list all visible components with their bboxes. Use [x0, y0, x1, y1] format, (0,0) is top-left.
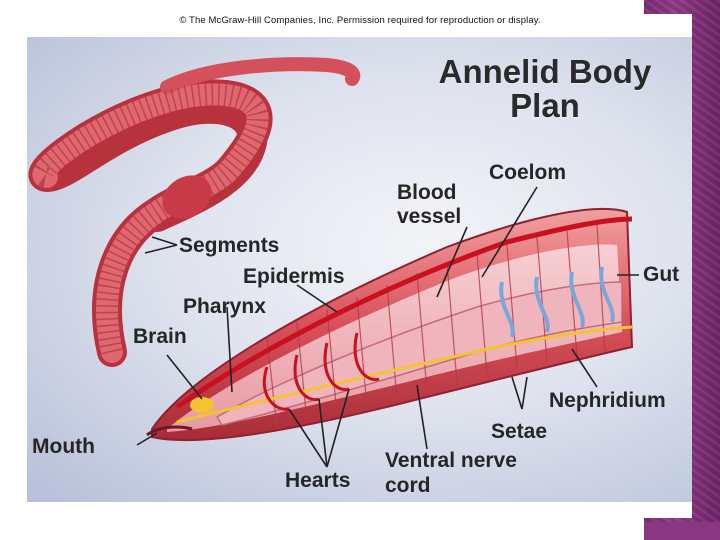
label-mouth: Mouth: [32, 435, 95, 458]
label-gut: Gut: [643, 263, 680, 286]
label-hearts: Hearts: [285, 469, 351, 492]
purple-frame-bottom: [644, 522, 720, 540]
dissected-worm: [146, 207, 634, 442]
label-pharynx: Pharynx: [183, 295, 266, 318]
diagram-artwork: [28, 57, 639, 468]
label-coelom: Coelom: [489, 161, 567, 184]
label-epidermis: Epidermis: [243, 265, 345, 288]
label-setae: Setae: [491, 420, 548, 443]
leader-lines: [136, 186, 639, 468]
copyright-notice: © The McGraw-Hill Companies, Inc. Permis…: [179, 15, 541, 26]
label-brain: Brain: [133, 325, 187, 348]
label-blood-line1: Blood: [397, 181, 457, 204]
bottom-white-bar: [0, 522, 720, 540]
label-nephridium: Nephridium: [549, 389, 666, 412]
label-ventral-line1: Ventral nerve: [385, 449, 517, 472]
label-ventral-line2: cord: [385, 474, 431, 497]
annelid-diagram: Annelid Body Plan Coelom Blood vessel Se…: [27, 37, 692, 502]
label-segments: Segments: [179, 234, 280, 257]
whole-worm: [28, 57, 361, 367]
label-blood-line2: vessel: [397, 205, 462, 228]
diagram-title: Annelid Body Plan: [438, 53, 652, 124]
